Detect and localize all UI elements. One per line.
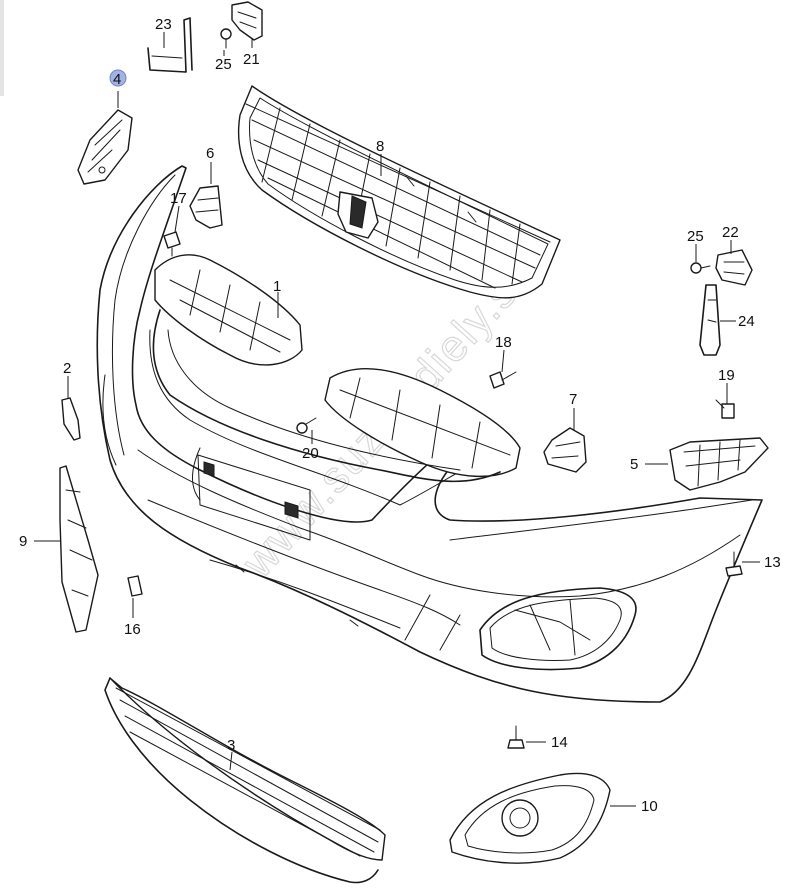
hood-lock-stay-left-drawing — [147, 1, 263, 73]
side-spacer-drawing — [59, 465, 99, 633]
callout-8: 8 — [376, 138, 384, 155]
right-bracket-drawing — [669, 437, 769, 491]
callout-7: 7 — [569, 391, 577, 408]
callout-18: 18 — [495, 334, 512, 351]
callout-9: 9 — [19, 533, 27, 550]
radiator-grille-drawing — [237, 85, 561, 299]
lower-grille-drawing — [104, 677, 386, 884]
left-bracket-drawing — [77, 109, 133, 185]
callout-2: 2 — [63, 360, 71, 377]
callout-19: 19 — [718, 367, 735, 384]
callout-6: 6 — [206, 145, 214, 162]
callout-1: 1 — [273, 278, 281, 295]
callout-24: 24 — [738, 313, 755, 330]
callout-23: 23 — [155, 16, 172, 33]
upper-bracket-drawing — [189, 185, 223, 229]
callout-25-right: 25 — [687, 228, 704, 245]
callout-10: 10 — [641, 798, 658, 815]
fog-lamp-cover-drawing — [449, 772, 611, 864]
callout-14: 14 — [551, 734, 568, 751]
callout-4-highlight — [109, 69, 127, 87]
callout-labels: 1 2 3 4 5 6 7 8 9 10 13 14 16 17 18 19 2… — [19, 16, 781, 815]
left-edge-strip — [0, 0, 4, 96]
side-bracket-drawing — [543, 427, 587, 473]
callout-20: 20 — [302, 445, 319, 462]
callout-5: 5 — [630, 456, 638, 473]
bumper-reinforcement-drawing — [152, 254, 521, 483]
callout-21: 21 — [243, 51, 260, 68]
callout-17: 17 — [170, 190, 187, 207]
leader-lines — [34, 32, 760, 807]
callout-22: 22 — [722, 224, 739, 241]
callout-3: 3 — [227, 737, 235, 754]
callout-16: 16 — [124, 621, 141, 638]
tow-hook-cover-drawing — [61, 397, 81, 441]
callout-13: 13 — [764, 554, 781, 571]
callout-4: 4 — [113, 71, 121, 88]
callout-25-top: 25 — [215, 56, 232, 73]
fasteners-drawing — [127, 28, 743, 749]
bumper-cover-drawing — [96, 165, 763, 703]
hood-lock-stay-right-drawing — [699, 249, 753, 356]
